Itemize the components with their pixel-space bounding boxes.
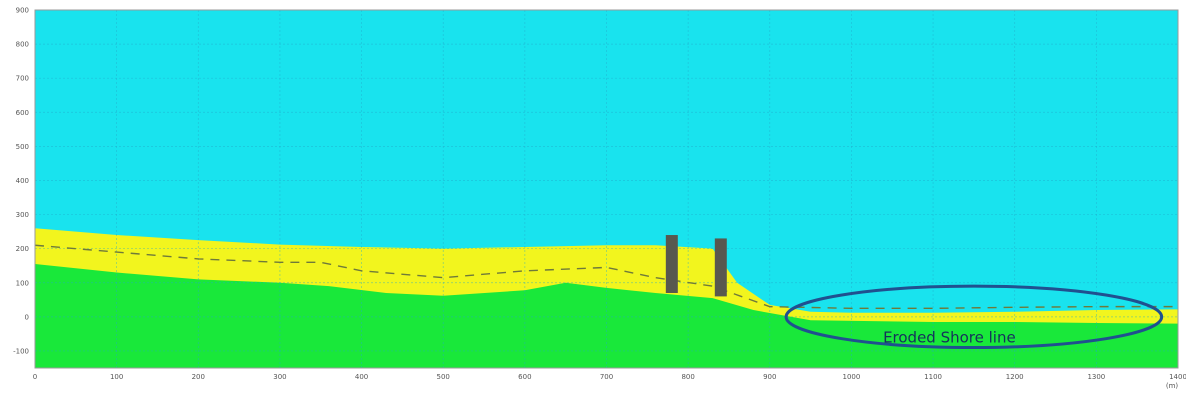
x-tick-label: 0 bbox=[33, 373, 37, 381]
y-tick-label: 600 bbox=[16, 109, 29, 117]
x-tick-label: 900 bbox=[763, 373, 776, 381]
y-tick-label: -100 bbox=[13, 347, 29, 355]
x-tick-label: 1100 bbox=[924, 373, 942, 381]
y-tick-label: 400 bbox=[16, 177, 29, 185]
y-tick-label: 900 bbox=[16, 7, 29, 15]
x-tick-label: 300 bbox=[273, 373, 286, 381]
x-tick-label: 1000 bbox=[843, 373, 861, 381]
y-tick-label: 0 bbox=[25, 313, 29, 321]
x-tick-label: 500 bbox=[437, 373, 450, 381]
eroded-shore-line-annotation: Eroded Shore line bbox=[883, 328, 1016, 346]
y-tick-label: 200 bbox=[16, 245, 29, 253]
x-tick-label: 200 bbox=[192, 373, 205, 381]
structure-1 bbox=[665, 235, 678, 293]
x-tick-label: 700 bbox=[600, 373, 613, 381]
y-tick-label: 700 bbox=[16, 75, 29, 83]
x-tick-label: 100 bbox=[110, 373, 123, 381]
eroded-region-ellipse bbox=[784, 284, 1164, 350]
y-tick-label: 300 bbox=[16, 211, 29, 219]
ground-layer bbox=[35, 264, 1178, 368]
profile-dashed-line bbox=[34, 244, 1178, 310]
y-tick-label: 100 bbox=[16, 279, 29, 287]
x-tick-label: 1400 bbox=[1169, 373, 1186, 381]
x-tick-label: 1300 bbox=[1087, 373, 1105, 381]
x-tick-label: 1200 bbox=[1006, 373, 1024, 381]
y-tick-label: 800 bbox=[16, 41, 29, 49]
x-unit-label: (m) bbox=[1166, 382, 1179, 390]
structure-2 bbox=[714, 238, 727, 297]
x-tick-label: 400 bbox=[355, 373, 368, 381]
x-tick-label: 600 bbox=[518, 373, 531, 381]
plot-border bbox=[34, 9, 1179, 369]
x-tick-label: 800 bbox=[681, 373, 694, 381]
y-tick-label: 500 bbox=[16, 143, 29, 151]
